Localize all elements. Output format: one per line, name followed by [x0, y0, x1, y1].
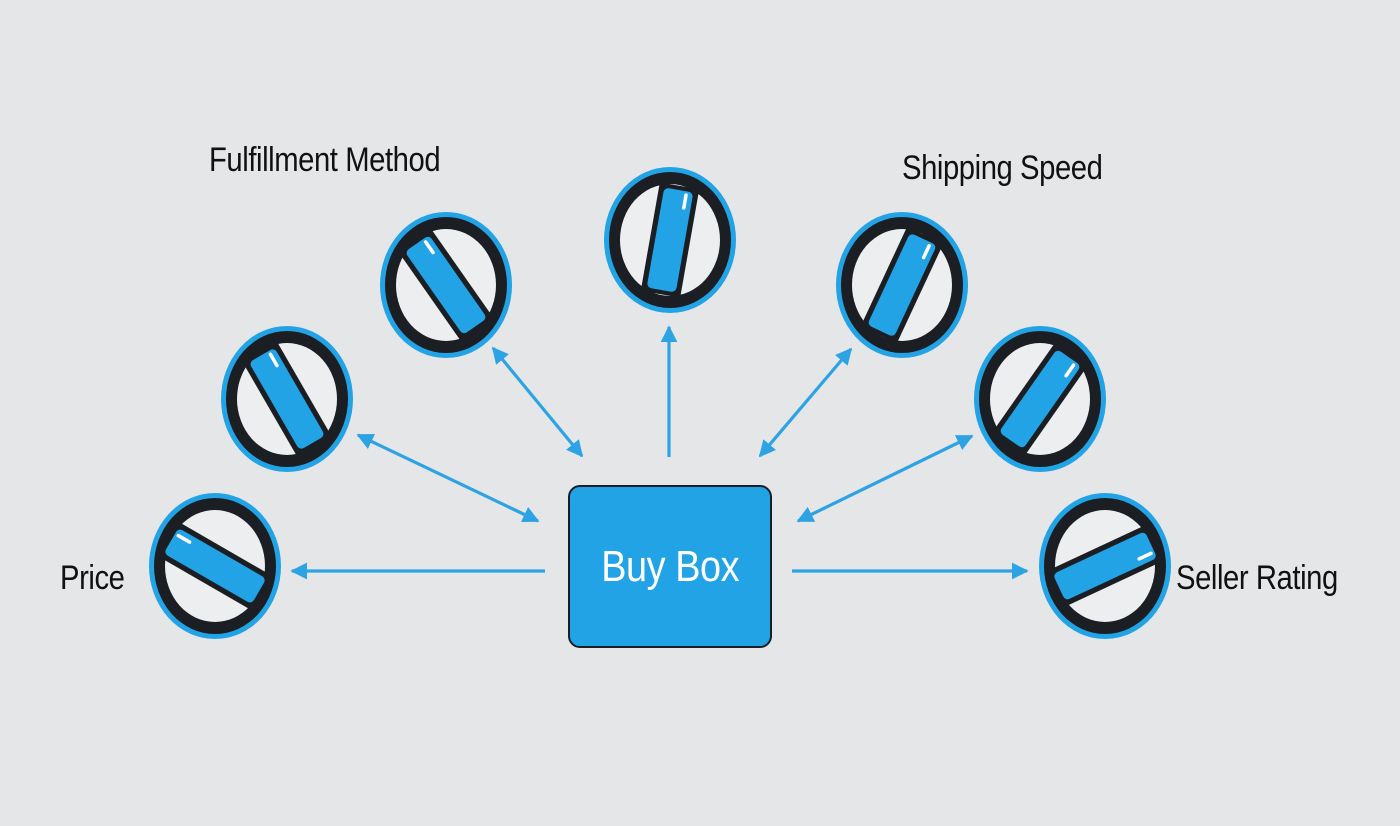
- dial-knob-icon: [1039, 493, 1171, 639]
- bidirectional-arrow-icon: [758, 347, 853, 458]
- dial-knob-icon: [221, 326, 353, 472]
- bidirectional-arrow-icon: [356, 433, 540, 523]
- dial-knob-icon: [380, 212, 512, 358]
- dial-knob-icon: [149, 493, 281, 639]
- price-label: Price: [60, 559, 125, 597]
- buy-box-label: Buy Box: [601, 541, 739, 591]
- bidirectional-arrow-icon: [491, 346, 584, 458]
- buy-box-node: Buy Box: [568, 485, 772, 648]
- bidirectional-arrow-icon: [796, 434, 974, 523]
- seller-rating-label: Seller Rating: [1176, 559, 1338, 597]
- shipping-speed-label: Shipping Speed: [902, 149, 1103, 187]
- fulfillment-method-label: Fulfillment Method: [209, 141, 441, 179]
- dial-knob-icon: [974, 326, 1106, 472]
- dial-knob-icon: [836, 212, 968, 358]
- dial-knob-icon: [604, 167, 736, 313]
